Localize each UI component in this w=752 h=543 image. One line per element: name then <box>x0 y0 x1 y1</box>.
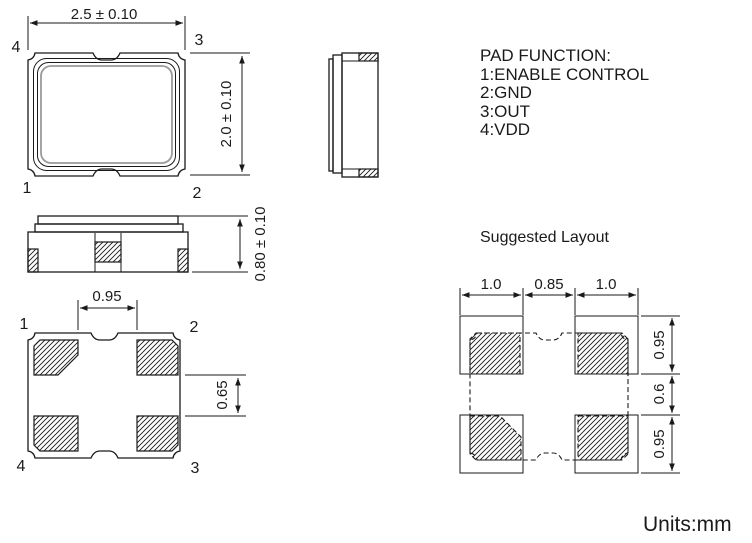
lid-seam-outer <box>33 58 180 171</box>
land-pad-bl <box>459 414 524 474</box>
side-pad-top <box>358 52 379 62</box>
pad-function-title: PAD FUNCTION: <box>480 46 611 65</box>
side-lid-step-inner <box>332 54 343 174</box>
layout-dim-top-1: 1.0 <box>481 276 502 293</box>
top-view-height-dim: 2.0 ± 0.10 <box>218 81 235 148</box>
pad-function-legend: PAD FUNCTION: 1:ENABLE CONTROL 2:GND 3:O… <box>480 46 649 139</box>
bottom-view-gap-v-dim: 0.65 <box>214 380 231 409</box>
lid-seam-inner <box>37 62 176 167</box>
top-view-width-dim: 2.5 ± 0.10 <box>71 6 138 23</box>
land-pad-br <box>574 414 639 474</box>
pin-label-2: 2 <box>190 319 199 336</box>
suggested-layout: Suggested Layout 1.0 0.85 1.0 0.95 <box>459 229 680 474</box>
layout-pad-bl <box>469 415 522 461</box>
bottom-view: 1 2 4 3 0.95 0.65 <box>17 288 246 477</box>
bottom-view-gap-h-dim: 0.95 <box>92 288 121 305</box>
pin-label-4: 4 <box>17 458 26 475</box>
pin-label-3: 3 <box>195 32 204 49</box>
units-label: Units:mm <box>643 513 732 536</box>
pin-label-4: 4 <box>12 39 21 56</box>
layout-pad-br <box>577 415 629 461</box>
bottom-pad-1 <box>33 339 79 376</box>
pin-label-1: 1 <box>23 180 32 197</box>
layout-dim-right-2: 0.6 <box>651 384 668 405</box>
side-body <box>341 52 379 178</box>
front-pad-center <box>94 241 122 263</box>
pad-function-item-3: 3:OUT <box>480 102 530 121</box>
pin-label-3: 3 <box>191 460 200 477</box>
layout-dim-right-3: 0.95 <box>651 429 668 458</box>
pad-function-item-2: 2:GND <box>480 83 532 102</box>
front-view: 0.80 ± 0.10 <box>27 207 269 282</box>
package-outline <box>27 52 186 177</box>
lid-seam-gray <box>40 65 173 164</box>
top-view: 2.5 ± 0.10 2.0 ± 0.10 4 3 1 2 <box>12 6 250 202</box>
pin-label-1: 1 <box>20 316 29 333</box>
bottom-pad-3 <box>136 415 179 452</box>
bottom-pad-4 <box>33 415 79 452</box>
pad-function-item-4: 4:VDD <box>480 120 530 139</box>
side-view <box>328 52 379 178</box>
suggested-layout-title: Suggested Layout <box>480 229 610 246</box>
side-pad-bottom <box>358 168 379 178</box>
front-lid-top <box>37 215 179 225</box>
front-pad-right <box>177 248 189 273</box>
front-lid-base <box>34 223 184 233</box>
pin-label-2: 2 <box>193 185 202 202</box>
bottom-pad-2 <box>136 339 179 376</box>
layout-dim-top-3: 1.0 <box>596 276 617 293</box>
layout-pad-tl <box>469 332 521 375</box>
front-pad-left <box>27 248 39 273</box>
layout-package-outline <box>469 332 629 461</box>
front-view-height-dim: 0.80 ± 0.10 <box>252 207 269 282</box>
layout-dim-top-2: 0.85 <box>534 276 563 293</box>
layout-pad-tr <box>577 332 629 375</box>
bottom-outline <box>27 332 181 459</box>
pad-function-item-1: 1:ENABLE CONTROL <box>480 65 649 84</box>
layout-dim-right-1: 0.95 <box>651 330 668 359</box>
